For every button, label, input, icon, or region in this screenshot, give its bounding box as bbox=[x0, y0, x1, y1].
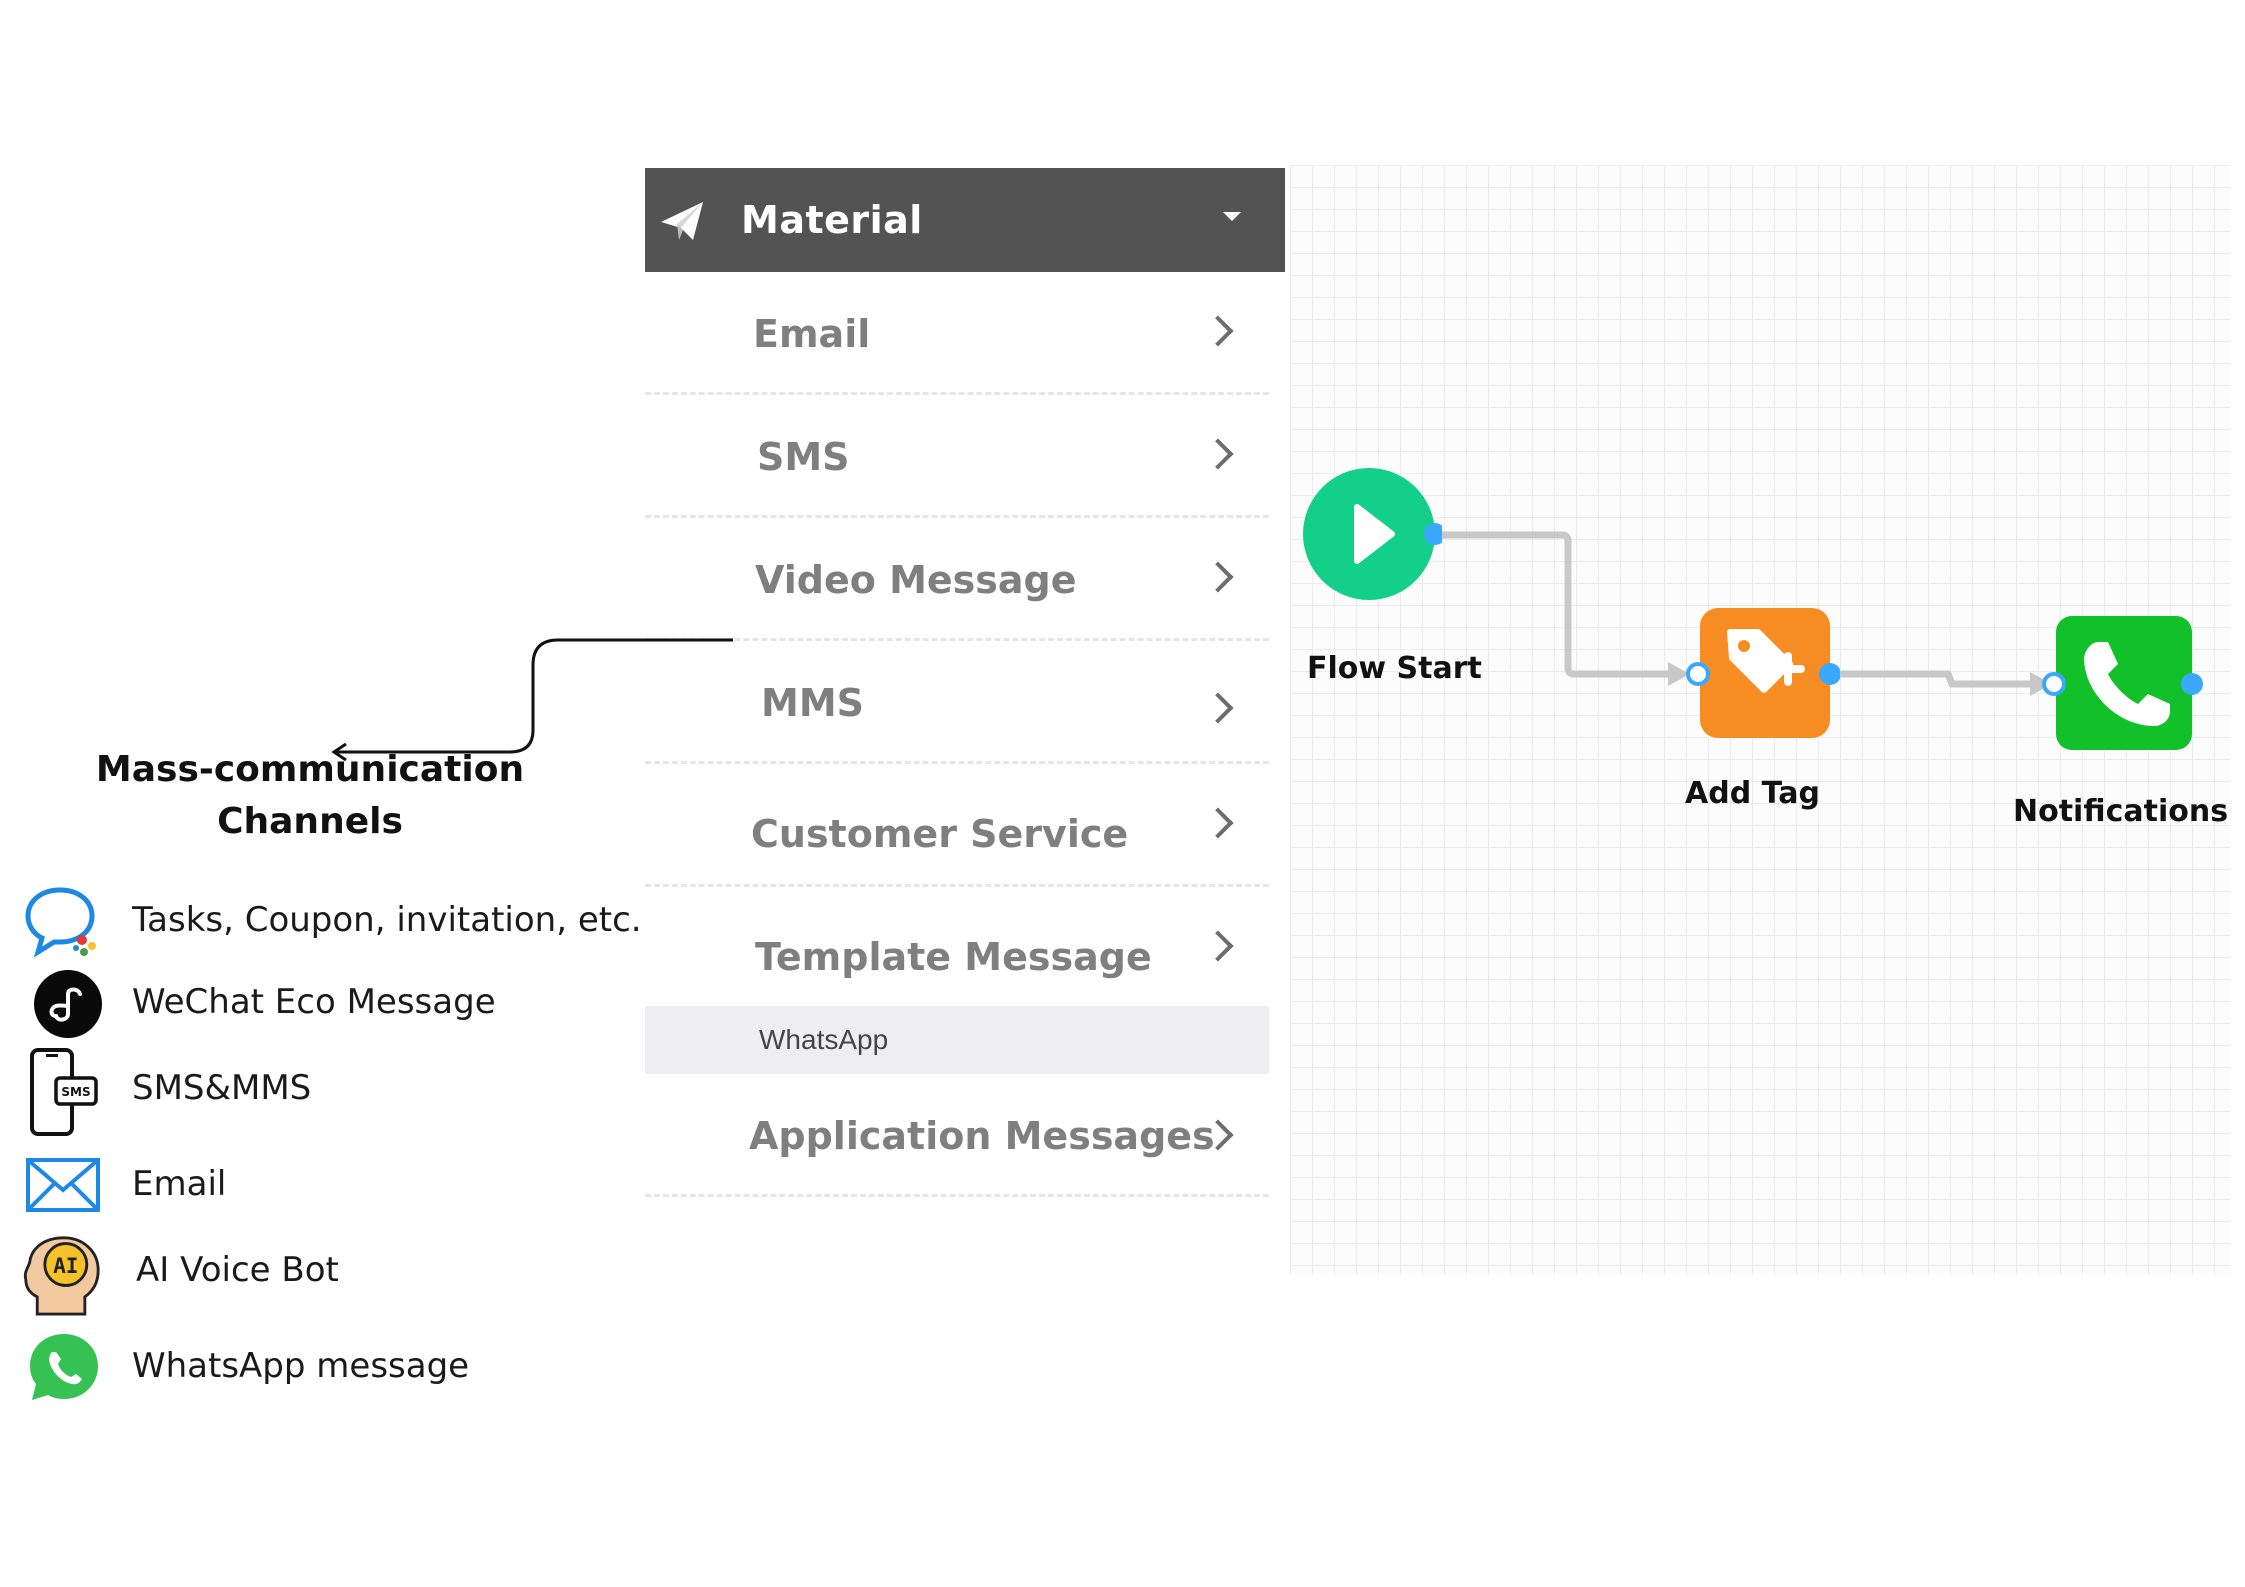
caret-down-icon[interactable] bbox=[1223, 212, 1241, 221]
menu-item-label: Template Message bbox=[755, 935, 1152, 979]
sms-icon-text: SMS bbox=[61, 1085, 90, 1099]
envelope-icon bbox=[26, 1158, 100, 1212]
arrow-head-icon bbox=[2030, 672, 2052, 696]
menu-title: Material bbox=[741, 198, 923, 242]
menu-item-email[interactable]: Email bbox=[645, 272, 1269, 395]
channel-label: AI Voice Bot bbox=[136, 1250, 339, 1290]
play-icon bbox=[1354, 504, 1395, 564]
menu-item-customer-service[interactable]: Customer Service bbox=[645, 764, 1269, 887]
input-port[interactable] bbox=[2042, 672, 2066, 696]
add-tag-node[interactable] bbox=[1680, 604, 1840, 744]
whatsapp-icon bbox=[30, 1334, 98, 1400]
menu-item-label: Customer Service bbox=[751, 812, 1129, 856]
connector-line bbox=[1834, 670, 2042, 688]
node-label-notifications: Notifications bbox=[2013, 794, 2229, 829]
pointer-line bbox=[336, 638, 733, 754]
channel-label: WhatsApp message bbox=[132, 1346, 470, 1386]
menu-item-label: SMS bbox=[757, 435, 850, 479]
channel-item: Email bbox=[22, 1146, 662, 1226]
channel-item: AI AI Voice Bot bbox=[22, 1232, 662, 1318]
menu-item-whatsapp[interactable]: WhatsApp bbox=[645, 1006, 1269, 1074]
output-port[interactable] bbox=[1424, 523, 1442, 545]
phone-icon bbox=[2084, 642, 2170, 726]
node-label-flow-start: Flow Start bbox=[1307, 651, 1482, 686]
menu-item-label: WhatsApp bbox=[759, 1024, 889, 1055]
arrow-head-icon bbox=[331, 742, 347, 762]
menu-item-application-messages[interactable]: Application Messages bbox=[645, 1074, 1269, 1197]
channel-item: WhatsApp message bbox=[22, 1328, 662, 1408]
channel-item: Tasks, Coupon, invitation, etc. bbox=[22, 882, 662, 962]
tag-plus-icon bbox=[1727, 629, 1805, 693]
ai-head-icon: AI bbox=[23, 1236, 100, 1316]
material-menu: Material Email SMS Video Message MMS Cus… bbox=[645, 168, 1285, 1197]
flow-start-node[interactable] bbox=[1302, 467, 1442, 607]
chat-bubble-icon bbox=[25, 887, 96, 958]
input-port[interactable] bbox=[1686, 662, 1710, 686]
channel-item: WeChat Eco Message bbox=[22, 964, 662, 1044]
channel-item: SMS SMS&MMS bbox=[22, 1046, 662, 1138]
channels-heading: Mass-communication Channels bbox=[95, 749, 525, 842]
menu-item-sms[interactable]: SMS bbox=[645, 395, 1269, 518]
menu-item-label: Video Message bbox=[755, 558, 1077, 602]
paper-plane-icon bbox=[661, 202, 703, 240]
menu-item-template-message[interactable]: Template Message bbox=[645, 887, 1269, 1002]
menu-item-mms[interactable]: MMS bbox=[645, 641, 1269, 764]
ai-icon-text: AI bbox=[53, 1254, 78, 1278]
channel-label: Tasks, Coupon, invitation, etc. bbox=[132, 900, 642, 940]
channel-label: WeChat Eco Message bbox=[132, 982, 496, 1022]
mini-program-icon bbox=[34, 970, 102, 1038]
output-port[interactable] bbox=[1819, 663, 1840, 685]
arrow-head-icon bbox=[1668, 662, 1690, 686]
menu-item-label: Application Messages bbox=[749, 1114, 1215, 1158]
node-label-add-tag: Add Tag bbox=[1685, 776, 1820, 811]
connector-line bbox=[1438, 531, 1680, 678]
menu-item-label: Email bbox=[753, 312, 871, 356]
notifications-node[interactable] bbox=[2036, 612, 2216, 752]
menu-item-label: MMS bbox=[761, 681, 864, 725]
material-dropdown-header[interactable]: Material bbox=[645, 168, 1285, 272]
sms-phone-icon: SMS bbox=[30, 1048, 98, 1136]
node-box bbox=[2056, 616, 2192, 750]
menu-item-video-message[interactable]: Video Message bbox=[645, 518, 1269, 641]
channel-label: Email bbox=[132, 1164, 227, 1204]
output-port[interactable] bbox=[2181, 673, 2203, 695]
channel-label: SMS&MMS bbox=[132, 1068, 312, 1108]
